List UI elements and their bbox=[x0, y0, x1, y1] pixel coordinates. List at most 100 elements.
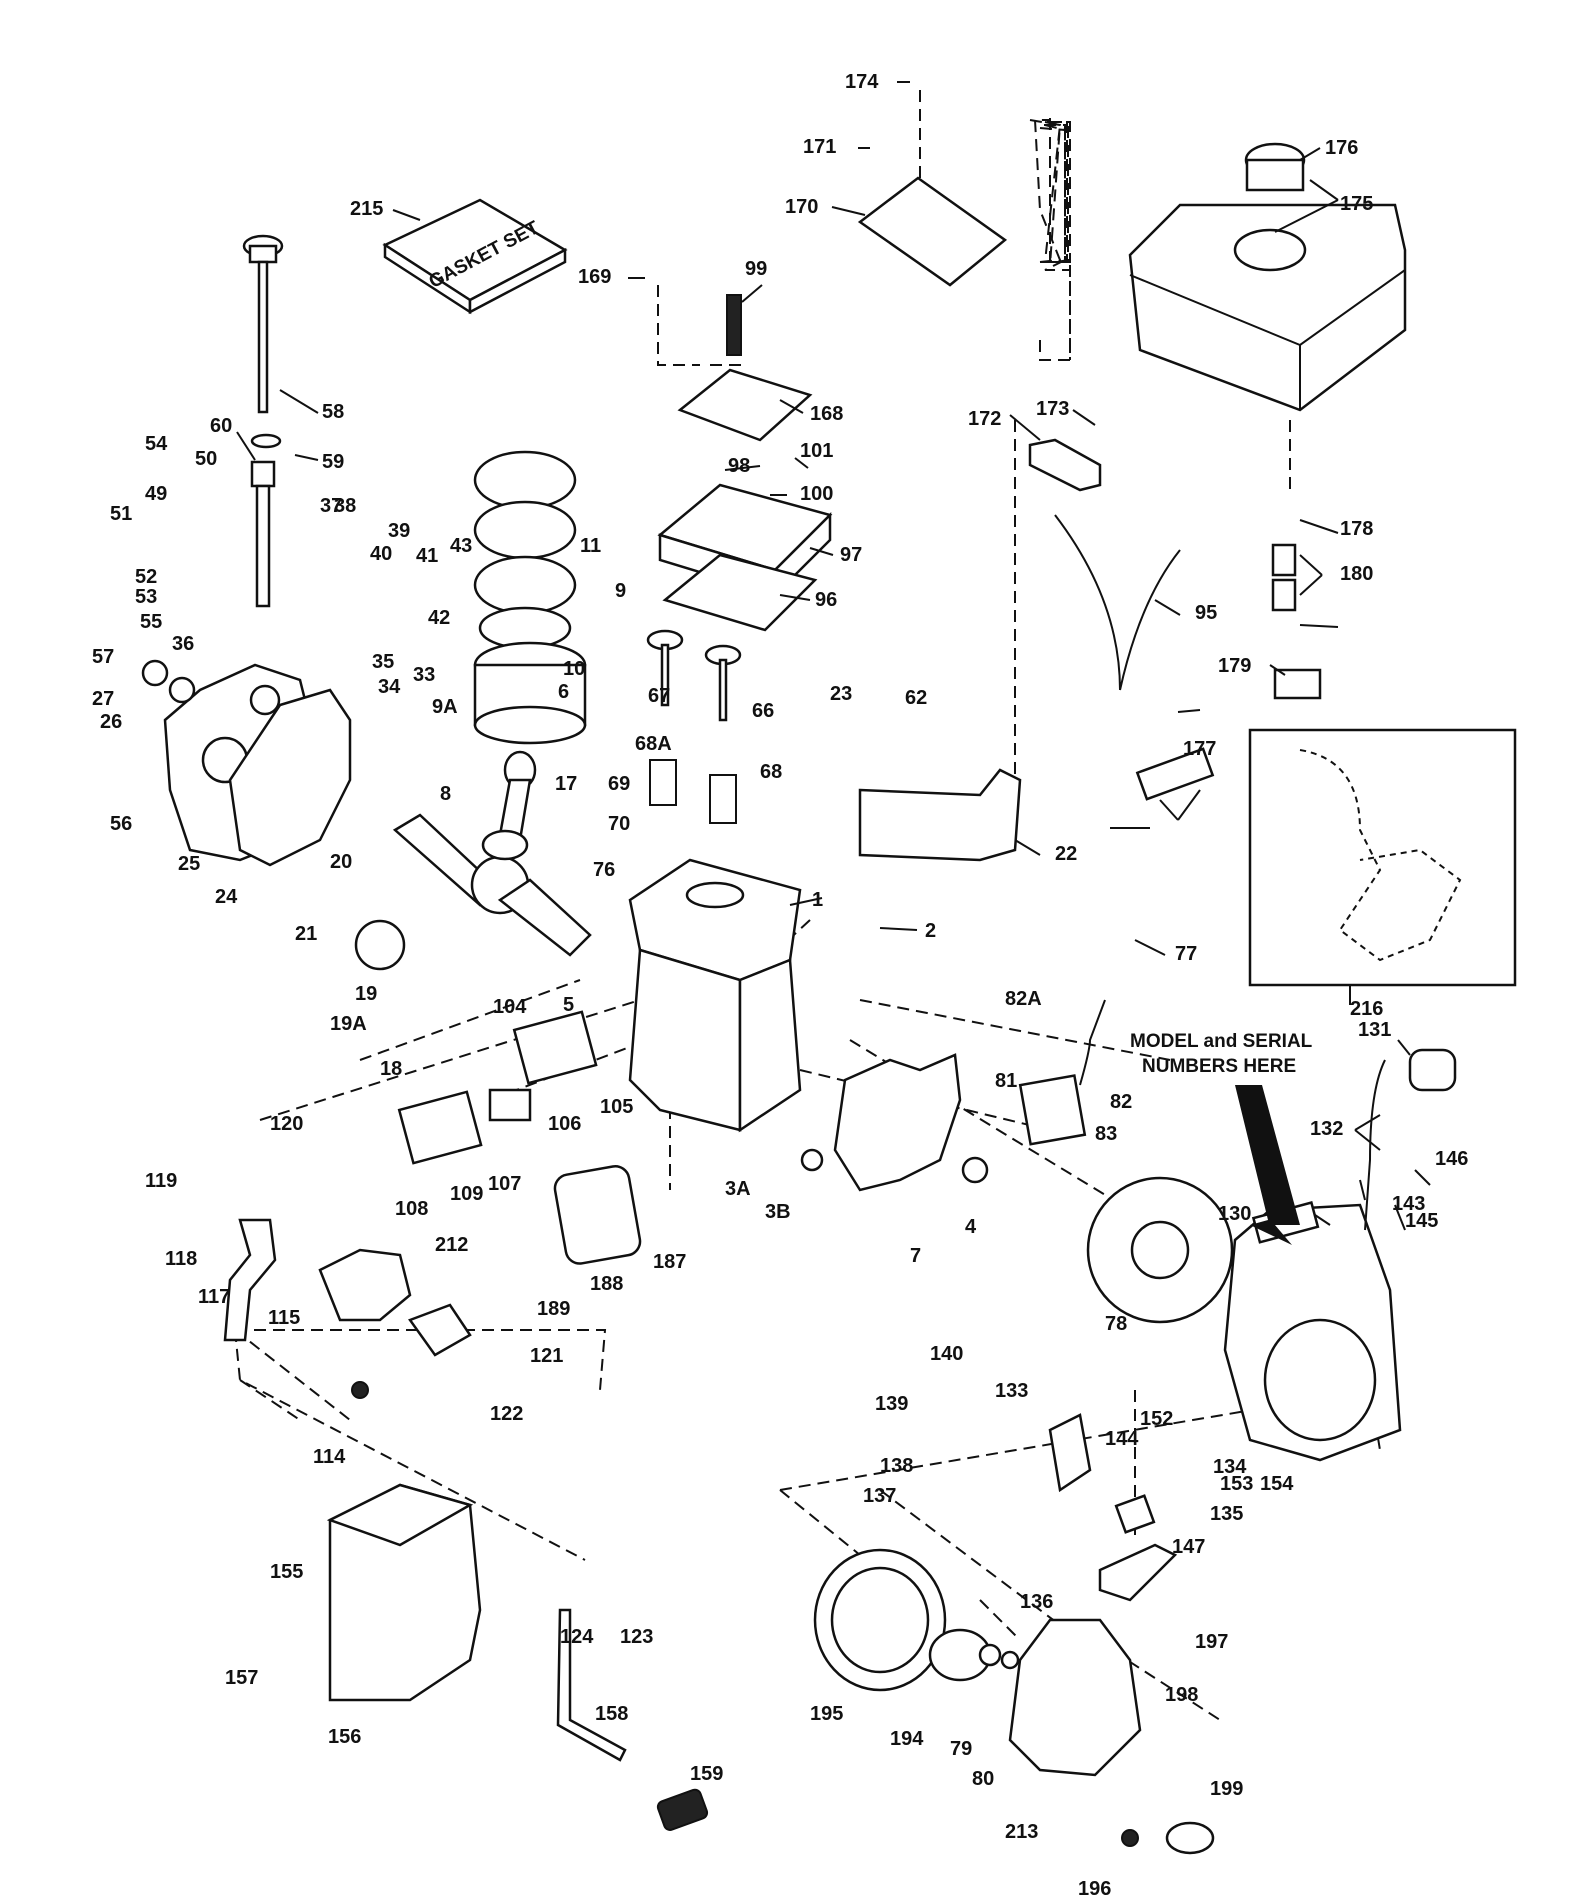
part-label-177: 177 bbox=[1183, 738, 1216, 760]
camshaft-gear bbox=[354, 919, 406, 971]
part-label-82a: 82A bbox=[1005, 988, 1042, 1010]
part-label-108: 108 bbox=[395, 1198, 428, 1220]
part-label-133: 133 bbox=[995, 1380, 1028, 1402]
part-label-134: 134 bbox=[1213, 1456, 1247, 1478]
ignition-module bbox=[1018, 1074, 1087, 1146]
part-label-68: 68 bbox=[760, 761, 782, 783]
part-label-143: 143 bbox=[1392, 1193, 1425, 1215]
recoil-ring bbox=[813, 1548, 947, 1692]
part-label-137: 137 bbox=[863, 1485, 896, 1507]
muffler bbox=[553, 1165, 642, 1265]
part-label-9a: 9A bbox=[432, 696, 458, 718]
throttle-knob bbox=[1114, 1494, 1156, 1534]
part-label-5: 5 bbox=[563, 994, 574, 1016]
part-label-23: 23 bbox=[830, 683, 852, 705]
part-label-24: 24 bbox=[215, 886, 238, 908]
part-label-42: 42 bbox=[428, 607, 450, 629]
part-label-199: 199 bbox=[1210, 1778, 1243, 1800]
part-label-101: 101 bbox=[800, 440, 833, 462]
part-label-3a: 3A bbox=[725, 1178, 751, 1200]
part-label-107: 107 bbox=[488, 1173, 521, 1195]
valve-spring-left bbox=[649, 759, 677, 806]
part-label-122: 122 bbox=[490, 1403, 523, 1425]
part-label-98: 98 bbox=[728, 455, 750, 477]
part-label-21: 21 bbox=[295, 923, 317, 945]
model-serial-arrow bbox=[1235, 1085, 1300, 1245]
part-label-27: 27 bbox=[92, 688, 114, 710]
part-label-39: 39 bbox=[388, 520, 410, 542]
control-bracket bbox=[1048, 1413, 1092, 1493]
reed-valve bbox=[488, 1088, 532, 1122]
part-label-83: 83 bbox=[1095, 1123, 1117, 1145]
part-label-69: 69 bbox=[608, 773, 630, 795]
part-label-58: 58 bbox=[322, 401, 344, 423]
seal-27 bbox=[141, 659, 169, 687]
piston-rings bbox=[473, 450, 577, 650]
carburetor-body bbox=[318, 1248, 412, 1322]
part-label-132: 132 bbox=[1310, 1118, 1343, 1140]
intake-spacer bbox=[408, 1303, 472, 1357]
fuel-line-segment-upper bbox=[1271, 543, 1297, 577]
part-label-187: 187 bbox=[653, 1251, 686, 1273]
blower-housing-back-plate bbox=[833, 1053, 962, 1192]
part-label-55: 55 bbox=[140, 611, 162, 633]
part-label-114: 114 bbox=[313, 1446, 346, 1468]
connecting-rod bbox=[481, 750, 537, 861]
part-label-57: 57 bbox=[92, 646, 114, 668]
part-label-158: 158 bbox=[595, 1703, 628, 1725]
spark-plug bbox=[726, 294, 742, 356]
part-label-109: 109 bbox=[450, 1183, 483, 1205]
model-serial-line-1: MODEL and SERIAL bbox=[1130, 1031, 1313, 1052]
decal-cap bbox=[1165, 1821, 1215, 1855]
part-label-171: 171 bbox=[803, 136, 836, 158]
part-label-152: 152 bbox=[1140, 1408, 1173, 1430]
part-label-172: 172 bbox=[968, 408, 1001, 430]
part-label-197: 197 bbox=[1195, 1631, 1228, 1653]
part-label-123: 123 bbox=[620, 1626, 653, 1648]
part-label-7: 7 bbox=[910, 1245, 921, 1267]
seal-4 bbox=[961, 1156, 989, 1184]
part-label-50: 50 bbox=[195, 448, 217, 470]
part-label-33: 33 bbox=[413, 664, 435, 686]
fuel-line-elbow bbox=[1135, 747, 1215, 801]
part-label-70: 70 bbox=[608, 813, 630, 835]
part-label-156: 156 bbox=[328, 1726, 361, 1748]
part-label-120: 120 bbox=[270, 1113, 303, 1135]
part-label-124: 124 bbox=[560, 1626, 594, 1648]
head-gasket bbox=[662, 553, 818, 632]
part-label-130: 130 bbox=[1218, 1203, 1251, 1225]
part-label-118: 118 bbox=[165, 1248, 197, 1270]
part-label-77: 77 bbox=[1175, 943, 1197, 965]
part-label-215: 215 bbox=[350, 198, 383, 220]
gasket-set-box: GASKET SET bbox=[382, 198, 568, 315]
part-label-59: 59 bbox=[322, 451, 344, 473]
part-label-145: 145 bbox=[1405, 1210, 1438, 1232]
starter-handle-grip bbox=[656, 1788, 709, 1831]
part-label-97: 97 bbox=[840, 544, 862, 566]
part-label-79: 79 bbox=[950, 1738, 972, 1760]
part-label-176: 176 bbox=[1325, 137, 1358, 159]
part-label-18: 18 bbox=[380, 1058, 402, 1080]
part-label-25: 25 bbox=[178, 853, 200, 875]
part-label-189: 189 bbox=[537, 1298, 570, 1320]
dipstick bbox=[242, 234, 284, 608]
mounting-bracket bbox=[1028, 438, 1102, 492]
part-label-9: 9 bbox=[615, 580, 626, 602]
starter-cover bbox=[1008, 1618, 1142, 1777]
piston bbox=[473, 641, 587, 745]
part-label-159: 159 bbox=[690, 1763, 723, 1785]
part-label-195: 195 bbox=[810, 1703, 843, 1725]
intake-tube bbox=[223, 1218, 277, 1342]
part-label-3b: 3B bbox=[765, 1201, 791, 1223]
part-label-198: 198 bbox=[1165, 1684, 1198, 1706]
part-label-17: 17 bbox=[555, 773, 577, 795]
part-label-4: 4 bbox=[965, 1216, 977, 1238]
crankshaft bbox=[392, 813, 592, 957]
part-label-135: 135 bbox=[1210, 1503, 1243, 1525]
part-label-178: 178 bbox=[1340, 518, 1373, 540]
part-label-37: 37 bbox=[320, 495, 342, 517]
part-label-139: 139 bbox=[875, 1393, 908, 1415]
part-label-105: 105 bbox=[600, 1096, 633, 1118]
part-label-76: 76 bbox=[593, 859, 615, 881]
